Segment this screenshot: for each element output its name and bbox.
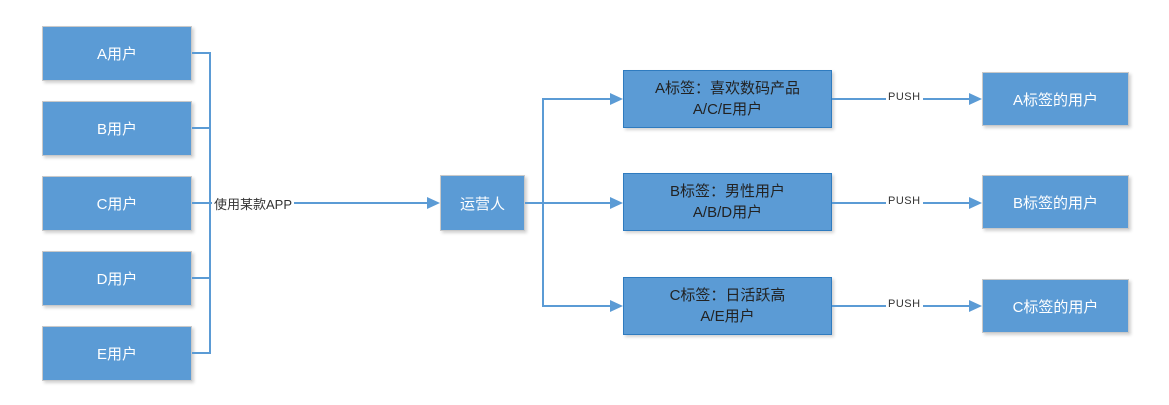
node-result-b-label: B标签的用户 bbox=[1012, 194, 1098, 212]
connector-stub-user-a bbox=[192, 52, 210, 54]
node-user-c: C用户 bbox=[42, 176, 192, 231]
edge-label-push-c: PUSH bbox=[886, 298, 923, 310]
node-user-e: E用户 bbox=[42, 326, 192, 381]
node-tag-b-title: B标签：男性用户 bbox=[669, 183, 785, 200]
arrowhead-result-a bbox=[969, 93, 982, 105]
connector-stub-user-c bbox=[192, 202, 210, 204]
node-result-a-label: A标签的用户 bbox=[1012, 91, 1098, 109]
node-user-d-label: D用户 bbox=[96, 271, 138, 288]
node-tag-c-subtitle: A/E用户 bbox=[700, 308, 755, 325]
node-user-c-label: C用户 bbox=[96, 196, 138, 213]
node-tag-b: B标签：男性用户 A/B/D用户 bbox=[623, 173, 832, 231]
node-result-b: B标签的用户 bbox=[982, 175, 1129, 229]
connector-operator-out bbox=[525, 202, 543, 204]
arrowhead-result-c bbox=[969, 300, 982, 312]
arrowhead-operator bbox=[427, 197, 440, 209]
connector-app-line bbox=[210, 202, 427, 204]
node-tag-c-title: C标签：日活跃高 bbox=[669, 287, 786, 304]
connector-stub-user-d bbox=[192, 277, 210, 279]
arrowhead-result-b bbox=[969, 197, 982, 209]
node-tag-a-title: A标签：喜欢数码产品 bbox=[654, 80, 800, 97]
connector-stub-user-b bbox=[192, 127, 210, 129]
connector-branch-c bbox=[543, 305, 610, 307]
node-tag-a-subtitle: A/C/E用户 bbox=[692, 101, 763, 118]
node-operator-label: 运营人 bbox=[459, 195, 505, 213]
node-user-d: D用户 bbox=[42, 251, 192, 306]
arrowhead-tag-b bbox=[610, 197, 623, 209]
node-tag-a: A标签：喜欢数码产品 A/C/E用户 bbox=[623, 70, 832, 128]
node-user-e-label: E用户 bbox=[96, 346, 137, 363]
node-user-b: B用户 bbox=[42, 101, 192, 156]
node-operator: 运营人 bbox=[440, 175, 525, 231]
node-tag-b-subtitle: A/B/D用户 bbox=[692, 204, 763, 221]
connector-stub-user-e bbox=[192, 352, 210, 354]
edge-label-push-a: PUSH bbox=[886, 91, 923, 103]
node-user-a: A用户 bbox=[42, 26, 192, 81]
connector-branch-a bbox=[543, 98, 610, 100]
connector-branch-b bbox=[543, 202, 610, 204]
node-tag-c: C标签：日活跃高 A/E用户 bbox=[623, 277, 832, 335]
node-result-c: C标签的用户 bbox=[982, 279, 1129, 333]
node-result-a: A标签的用户 bbox=[982, 72, 1129, 126]
node-user-b-label: B用户 bbox=[96, 121, 137, 138]
node-result-c-label: C标签的用户 bbox=[1012, 298, 1099, 316]
arrowhead-tag-a bbox=[610, 93, 623, 105]
edge-label-push-b: PUSH bbox=[886, 195, 923, 207]
arrowhead-tag-c bbox=[610, 300, 623, 312]
edge-label-app: 使用某款APP bbox=[212, 194, 295, 213]
node-user-a-label: A用户 bbox=[96, 46, 137, 63]
